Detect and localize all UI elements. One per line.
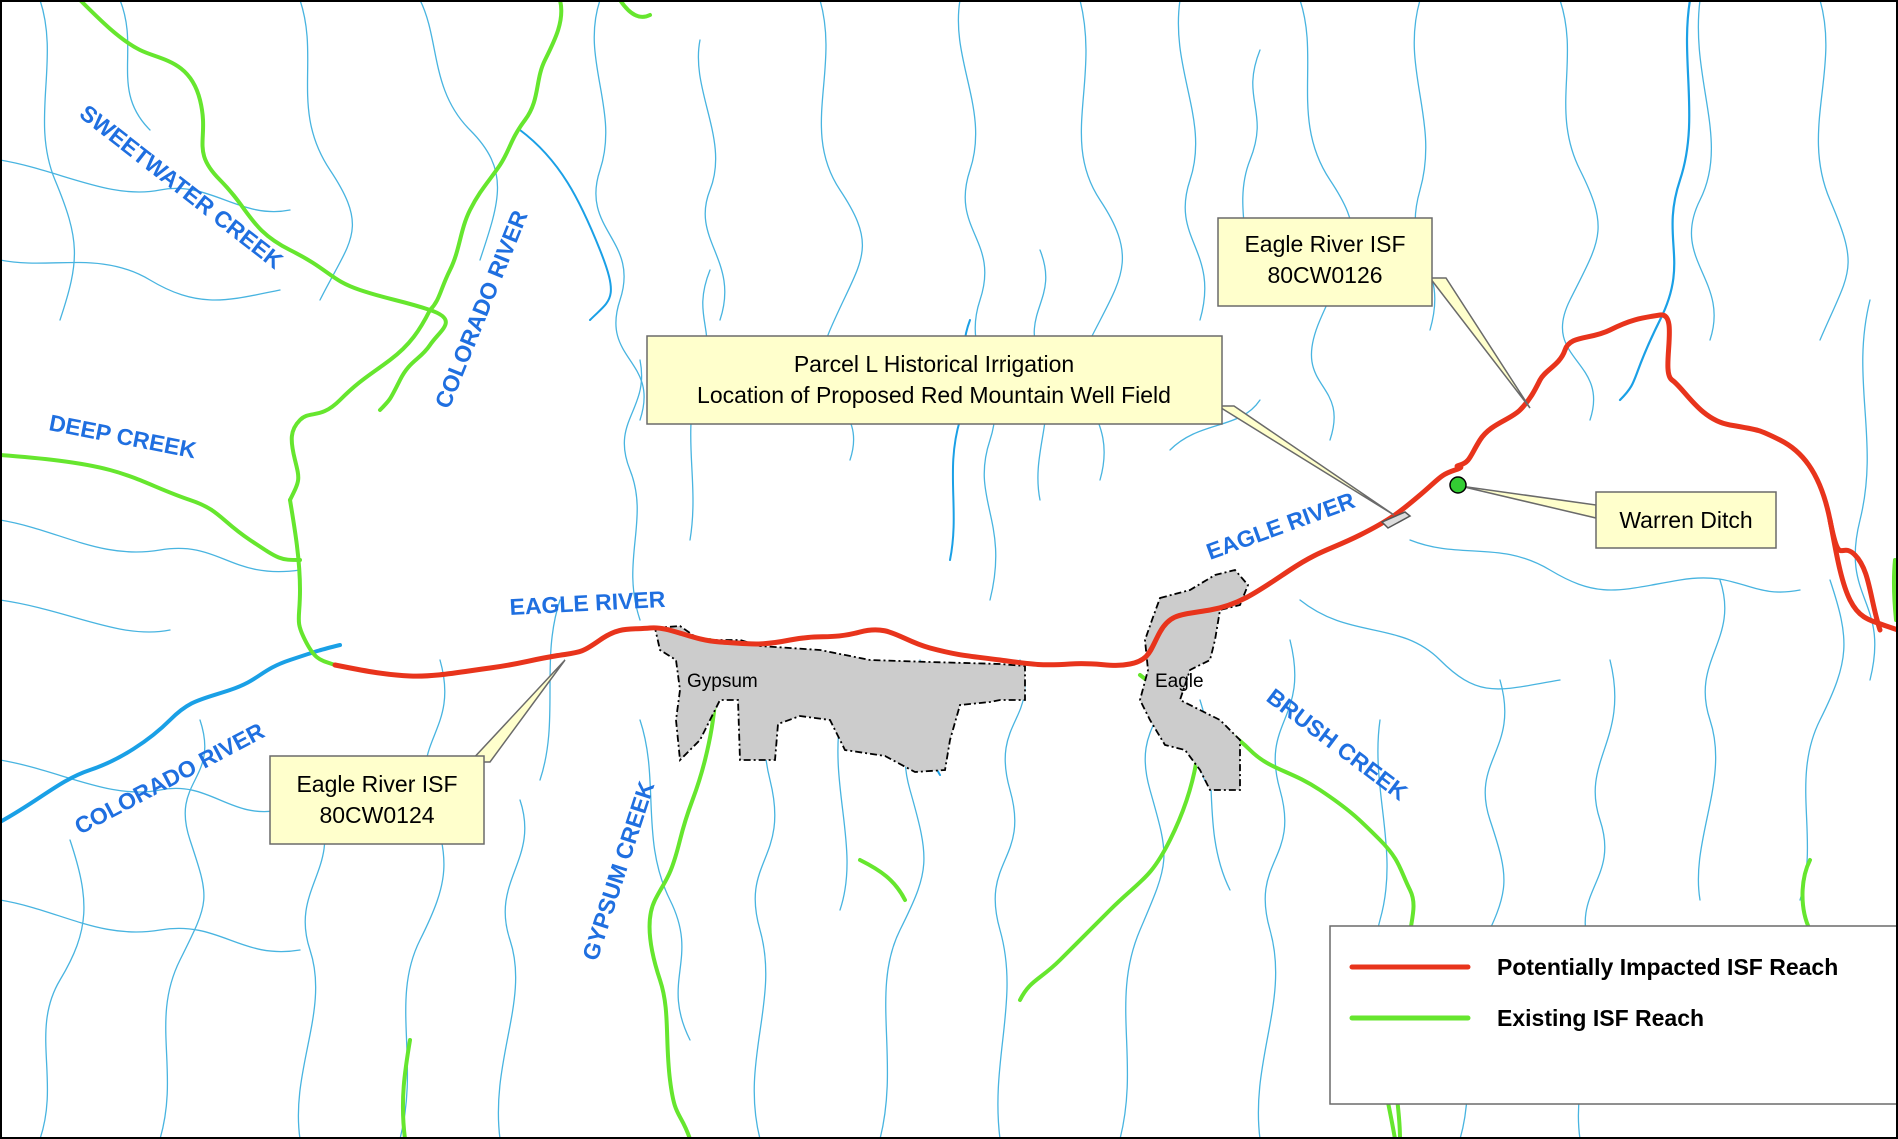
- legend: Potentially Impacted ISF Reach Existing …: [1329, 925, 1898, 1105]
- callout-isf-80cw0124[interactable]: Eagle River ISF 80CW0124: [269, 755, 485, 845]
- gypsum-town-label: Gypsum: [687, 671, 758, 692]
- colorado-river-north-branch: [519, 129, 612, 321]
- mid-south-tributary: [858, 858, 907, 902]
- parcel-l-location: [1380, 511, 1412, 529]
- legend-label-existing: Existing ISF Reach: [1497, 1005, 1704, 1031]
- gypsum-town-area: [653, 625, 1026, 773]
- top-center-reach: [618, 0, 652, 19]
- sweetwater-creek-reach: [78, 0, 448, 412]
- southwest-reach: [400, 1038, 412, 1139]
- callout-isf-80cw0126[interactable]: Eagle River ISF 80CW0126: [1217, 217, 1433, 307]
- callout-parcel-l[interactable]: Parcel L Historical Irrigation Location …: [646, 335, 1223, 425]
- callout-warren-ditch[interactable]: Warren Ditch: [1595, 491, 1777, 549]
- legend-box: [1329, 925, 1898, 1105]
- legend-label-impacted: Potentially Impacted ISF Reach: [1497, 954, 1838, 980]
- colorado-river-mid-reach: [288, 308, 432, 502]
- upper-tributary-line: [1618, 0, 1692, 402]
- callout-leaders: [468, 277, 1597, 763]
- parcel-l-leader: [1215, 405, 1395, 516]
- callout-isf-80cw0124-line1: Eagle River ISF: [296, 771, 457, 797]
- impacted-reach-east-end: [1827, 517, 1898, 633]
- callout-warren-ditch-line1: Warren Ditch: [1619, 507, 1752, 533]
- colorado-river-south-line: [0, 643, 342, 824]
- colorado-river-north-reach: [428, 0, 564, 312]
- far-east-reach: [1891, 558, 1898, 622]
- isf-80cw0126-leader: [1428, 277, 1531, 409]
- eagle-south-reach: [1018, 718, 1202, 1002]
- western-reach: [288, 498, 337, 667]
- gypsum-creek-reach: [647, 638, 718, 1139]
- eagle-town-label: Eagle: [1155, 671, 1204, 692]
- warren-ditch-point[interactable]: [1449, 476, 1467, 494]
- deep-creek-reach: [0, 453, 302, 562]
- callout-isf-80cw0126-line1: Eagle River ISF: [1244, 231, 1405, 257]
- callout-isf-80cw0124-line2: 80CW0124: [319, 802, 434, 828]
- eagle-river-impacted-reach: [332, 312, 1883, 679]
- callout-isf-80cw0126-line2: 80CW0126: [1267, 262, 1382, 288]
- callout-parcel-l-line2: Location of Proposed Red Mountain Well F…: [697, 382, 1171, 408]
- callout-parcel-l-line1: Parcel L Historical Irrigation: [794, 351, 1074, 377]
